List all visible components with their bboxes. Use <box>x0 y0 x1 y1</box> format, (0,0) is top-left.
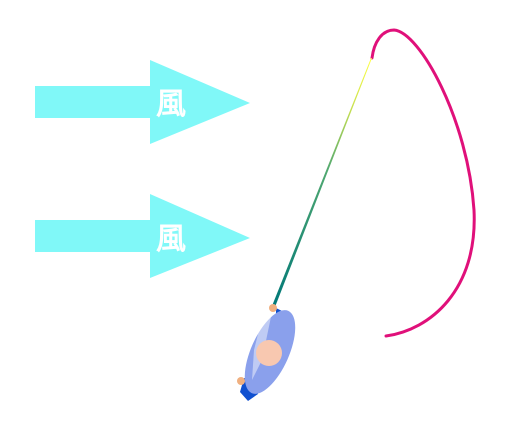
wind-arrow-label: 風 <box>156 222 186 257</box>
wind-arrow-shape <box>35 60 250 144</box>
angler <box>237 304 296 401</box>
wind-arrow-shape <box>35 194 250 278</box>
angler-hand <box>237 377 245 385</box>
fly-rod <box>272 58 372 307</box>
wind-arrow-label: 風 <box>156 87 186 122</box>
fly-line <box>370 28 476 338</box>
angler-hand <box>269 304 277 312</box>
wind-arrow-lower: 風 <box>35 194 250 278</box>
wind-arrow-upper: 風 <box>35 60 250 144</box>
angler-head <box>256 340 282 366</box>
